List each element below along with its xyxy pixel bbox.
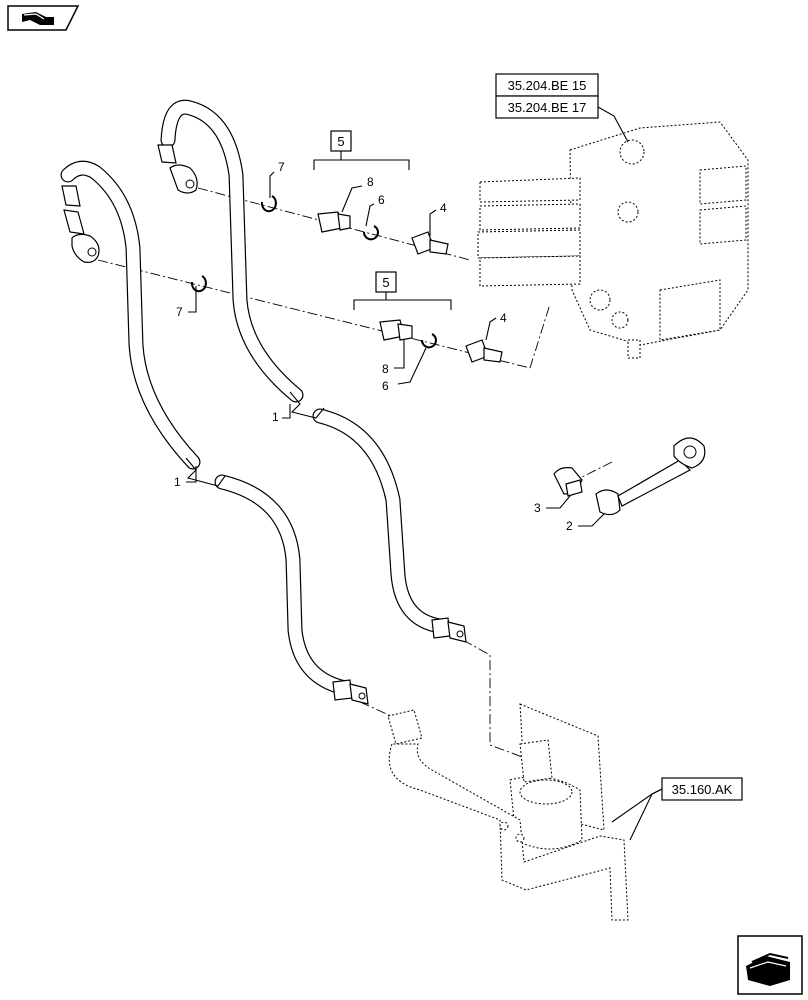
- control-valve-phantom: [477, 121, 749, 359]
- reference-top-group: [495, 73, 629, 143]
- hose-left: [60, 160, 369, 705]
- group-upper-bracket: [313, 130, 410, 170]
- group-lower-bracket: [353, 271, 452, 310]
- motor-phantom: [387, 703, 629, 921]
- callout-7-upper: 7: [278, 160, 285, 174]
- callout-7-lower: 7: [176, 305, 183, 319]
- callout-8-lower: 8: [382, 362, 389, 376]
- lower-seal-and-fittings: [190, 275, 503, 363]
- hose-right: [157, 99, 467, 643]
- group-upper-label: 5: [337, 134, 344, 149]
- reference-bottom-group: [611, 777, 743, 841]
- group-lower-label: 5: [382, 275, 389, 290]
- dust-cap-assembly: [553, 437, 706, 516]
- upper-seal-and-fittings: [260, 195, 449, 255]
- callout-leaders: [186, 171, 605, 527]
- callout-4-upper: 4: [440, 201, 447, 215]
- callout-2: 2: [566, 519, 573, 533]
- callout-4-lower: 4: [500, 311, 507, 325]
- ref-top-2[interactable]: 35.204.BE 17: [508, 100, 587, 115]
- callout-1-left: 1: [174, 475, 181, 489]
- page-back-icon[interactable]: [7, 5, 80, 31]
- callout-8-upper: 8: [367, 175, 374, 189]
- callout-3: 3: [534, 501, 541, 515]
- callout-1-right: 1: [272, 410, 279, 424]
- ref-top-1[interactable]: 35.204.BE 15: [508, 78, 587, 93]
- callout-6-upper: 6: [378, 193, 385, 207]
- callout-6-lower: 6: [382, 379, 389, 393]
- ref-bottom[interactable]: 35.160.AK: [672, 782, 733, 797]
- page-forward-icon[interactable]: [737, 935, 803, 995]
